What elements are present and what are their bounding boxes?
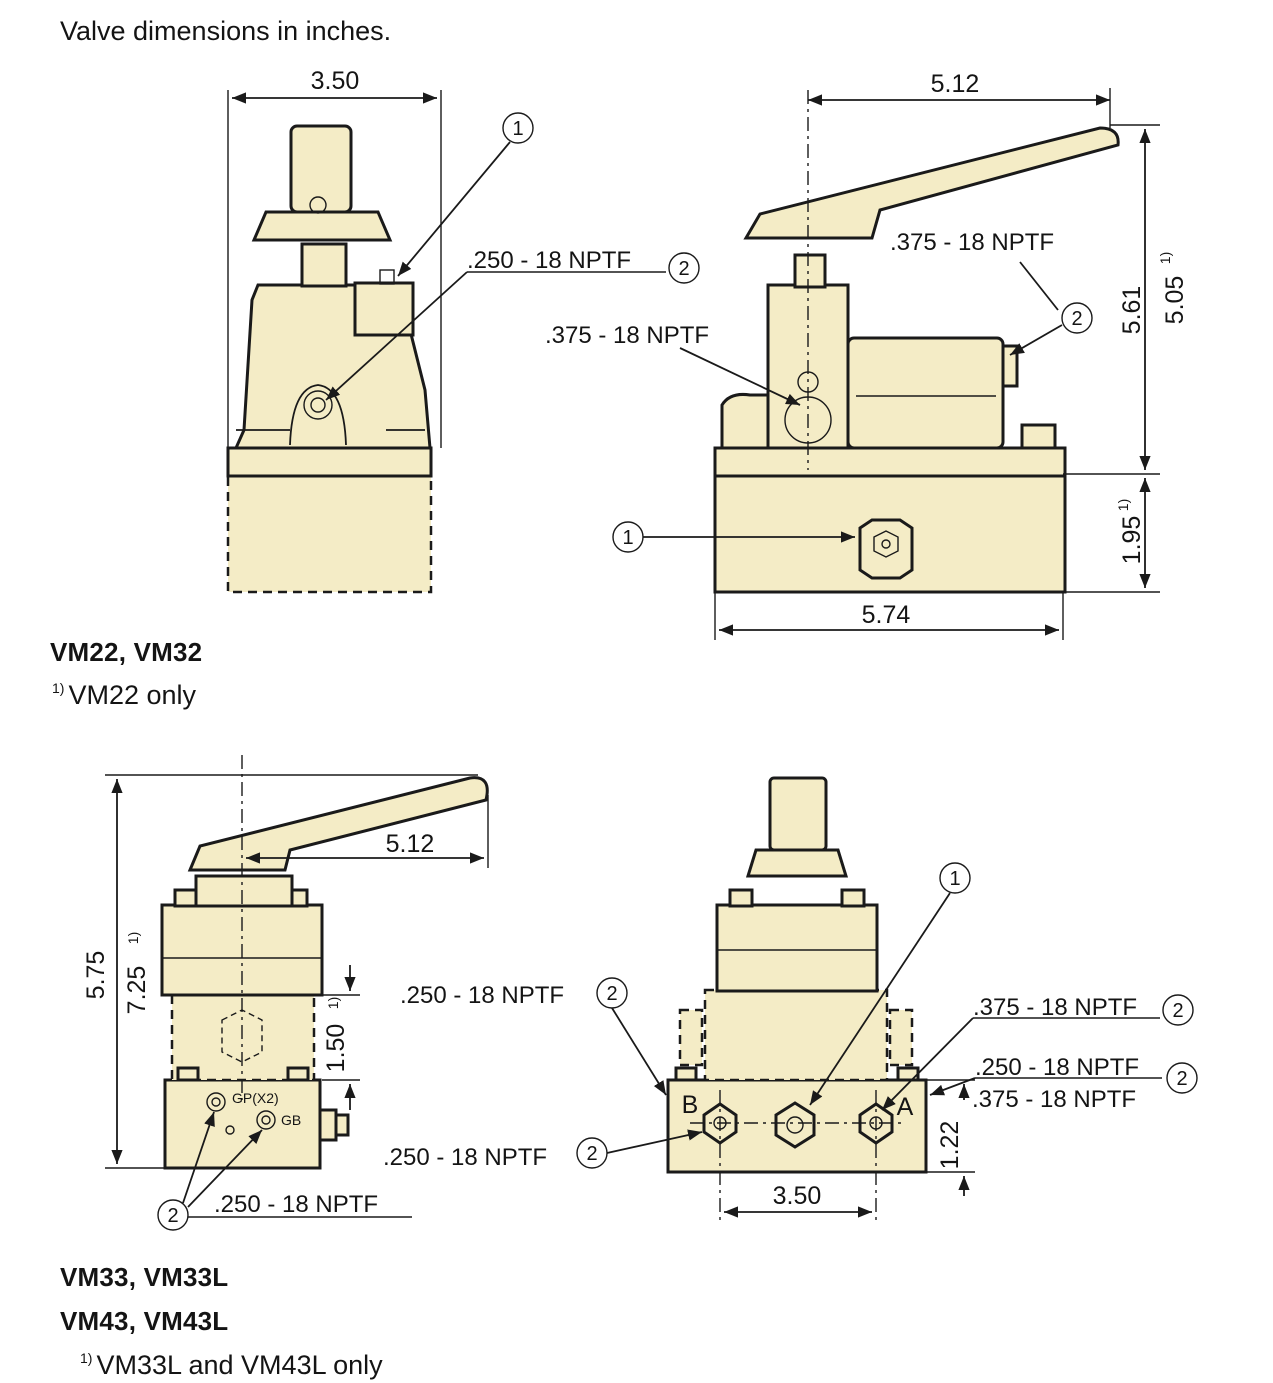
dim-height-total: 5.61	[1118, 286, 1146, 335]
callout-250-gauge: .250 - 18 NPTF	[214, 1191, 378, 1218]
spacer-dashed-2	[703, 988, 889, 1082]
lever-handle-2	[187, 776, 489, 872]
pilot-block	[353, 281, 415, 337]
dim-lever-reach-2: 5.12	[386, 830, 435, 858]
models-vm33: VM33, VM33L	[60, 1262, 229, 1292]
port-a-label: A	[897, 1093, 914, 1121]
callout-375-right-2: .375 - 18 NPTF	[972, 1086, 1136, 1113]
callout-375-left: .375 - 18 NPTF	[545, 322, 709, 349]
callout-250-right: .250 - 18 NPTF	[975, 1054, 1139, 1081]
dim-height-alt: 5.05	[1161, 276, 1189, 325]
dim-port-spacing: 3.50	[773, 1182, 822, 1210]
svg-text:2: 2	[167, 1205, 178, 1227]
note-vm22: 1)VM22 only	[52, 680, 197, 710]
callout-250-nptf: .250 - 18 NPTF	[467, 247, 631, 274]
leader-callout-1	[397, 141, 511, 277]
models-vm22-vm32: VM22, VM32	[50, 637, 203, 667]
svg-text:2: 2	[606, 983, 617, 1005]
subplate-dashed	[226, 472, 433, 594]
dim-height-total-2: 5.75	[82, 951, 110, 1000]
stem	[300, 242, 348, 288]
valve-base-flange	[226, 446, 433, 478]
dim-base-height: 1.95	[1118, 516, 1146, 565]
view-vm22-side	[226, 124, 433, 594]
view-vm33-front	[666, 776, 928, 1220]
note-vm33l-vm43l: 1)VM33L and VM43L only	[80, 1350, 383, 1380]
dim-lever-reach: 5.12	[931, 70, 980, 98]
dim-front-width: 3.50	[311, 67, 360, 95]
callout-250-left: .250 - 18 NPTF	[400, 982, 564, 1009]
spacer-dashed	[170, 988, 316, 1082]
base-flange	[713, 446, 1067, 478]
svg-text:1): 1)	[1157, 252, 1173, 264]
label-gb: GB	[281, 1112, 301, 1128]
callout-2-label: 2	[678, 258, 689, 280]
view-vm33-side	[160, 755, 489, 1170]
dim-spacer-height: 1.50	[322, 1024, 350, 1073]
callout-375-top: .375 - 18 NPTF	[973, 994, 1137, 1021]
callout-1-circle	[502, 112, 534, 144]
svg-text:2: 2	[1172, 1000, 1183, 1022]
lever-handle	[743, 126, 1120, 240]
label-gp: GP(X2)	[232, 1090, 279, 1106]
page-heading: Valve dimensions in inches.	[60, 16, 392, 46]
port-b-label: B	[682, 1091, 699, 1119]
dim-base-width: 5.74	[862, 601, 911, 629]
side-port-fitting	[858, 518, 914, 580]
knob-top-2	[768, 776, 828, 852]
lever-stem	[793, 253, 827, 289]
hub	[194, 874, 294, 908]
svg-text:2: 2	[1176, 1068, 1187, 1090]
dim-height-alt-2: 7.25	[123, 966, 151, 1015]
callout-375-right: .375 - 18 NPTF	[890, 229, 1054, 256]
dim-base-height-2: 1.22	[936, 1121, 964, 1170]
upper-block-2	[715, 903, 879, 993]
svg-text:1): 1)	[325, 997, 341, 1009]
knob-top	[289, 124, 353, 214]
cap-flange	[251, 210, 393, 242]
svg-text:1: 1	[949, 868, 960, 890]
view-vm22-front	[713, 90, 1120, 594]
svg-text:1: 1	[622, 527, 633, 549]
callout-250-bottom: .250 - 18 NPTF	[383, 1144, 547, 1171]
solenoid-box	[846, 336, 1005, 450]
callout-1-label: 1	[512, 118, 523, 140]
svg-text:2: 2	[586, 1143, 597, 1165]
models-vm43: VM43, VM43L	[60, 1306, 229, 1336]
svg-text:1): 1)	[125, 932, 141, 944]
svg-text:1): 1)	[1115, 499, 1131, 511]
svg-text:2: 2	[1071, 308, 1082, 330]
